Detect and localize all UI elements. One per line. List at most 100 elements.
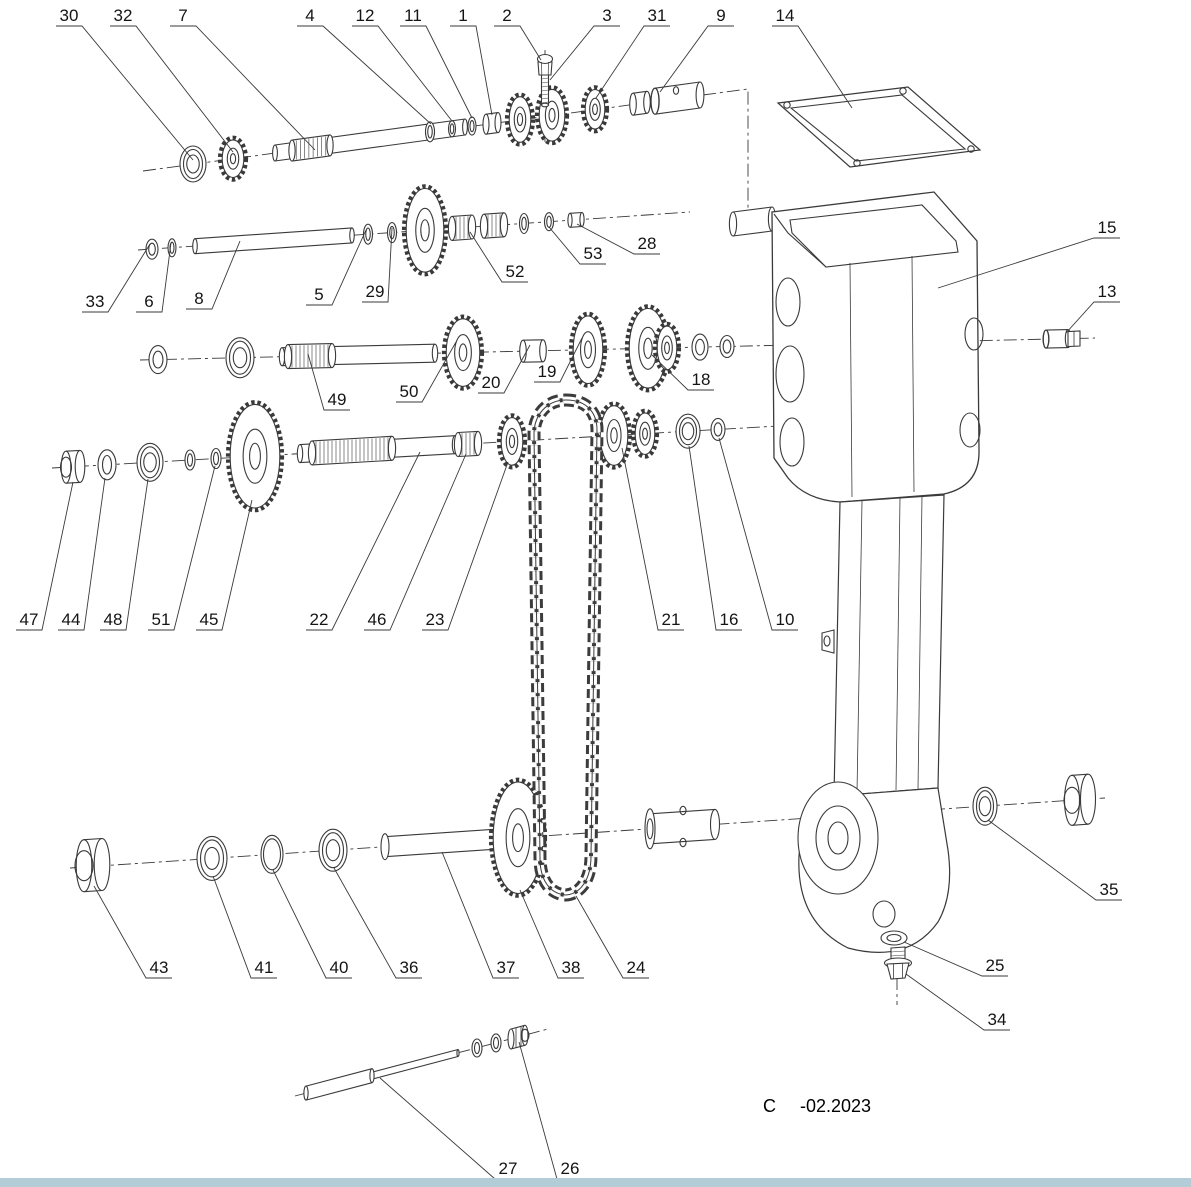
- callout-43: 43: [93, 885, 172, 979]
- callout-5: 5: [306, 229, 367, 306]
- callout-35: 35: [987, 819, 1122, 901]
- callout-48: 48: [100, 478, 149, 631]
- callout-label: 10: [776, 610, 795, 629]
- callout-18: 18: [651, 354, 714, 391]
- leader-line: [494, 25, 542, 61]
- callout-label: 25: [986, 956, 1005, 975]
- drive-chain: [527, 393, 604, 902]
- leader-line: [441, 851, 519, 979]
- callout-label: 53: [584, 244, 603, 263]
- revision-prefix: C: [763, 1096, 776, 1116]
- callout-2: 2: [494, 6, 542, 61]
- callout-label: 52: [506, 262, 525, 281]
- countershaft-assembly: [59, 400, 726, 513]
- callout-40: 40: [272, 869, 352, 979]
- callout-33: 33: [82, 243, 151, 313]
- leader-line: [772, 25, 853, 109]
- leader-line: [136, 242, 172, 313]
- leader-line: [333, 867, 422, 979]
- callout-label: 8: [194, 289, 203, 308]
- leader-line: [718, 437, 798, 631]
- callout-28: 28: [576, 223, 660, 255]
- leader-line: [82, 243, 151, 313]
- callout-label: 7: [178, 6, 187, 25]
- callout-label: 32: [114, 6, 133, 25]
- leader-line: [422, 461, 509, 631]
- callout-label: 38: [562, 958, 581, 977]
- leader-line: [659, 25, 734, 93]
- callout-4: 4: [297, 6, 432, 125]
- right-side-parts: [972, 329, 1097, 826]
- callout-24: 24: [575, 895, 649, 979]
- callout-label: 48: [104, 610, 123, 629]
- callout-label: 13: [1098, 282, 1117, 301]
- callout-37: 37: [441, 851, 519, 979]
- callout-label: 9: [716, 6, 725, 25]
- callout-50: 50: [396, 341, 457, 403]
- parts-layer: [59, 53, 1097, 1101]
- callout-label: 36: [400, 958, 419, 977]
- leader-line: [400, 25, 473, 119]
- leader-line: [196, 499, 253, 631]
- leader-line: [519, 889, 584, 979]
- callout-25: 25: [903, 941, 1008, 977]
- callout-label: 2: [502, 6, 511, 25]
- callout-label: 30: [60, 6, 79, 25]
- main-shaft-assembly: [148, 304, 735, 393]
- callout-label: 21: [662, 610, 681, 629]
- callout-label: 34: [988, 1010, 1007, 1029]
- upper-idler-shaft-assembly: [145, 184, 585, 277]
- callout-label: 5: [314, 285, 323, 304]
- callout-label: 15: [1098, 218, 1117, 237]
- callout-label: 29: [366, 282, 385, 301]
- callout-34: 34: [905, 973, 1010, 1031]
- gearbox-housing: [728, 191, 984, 954]
- callout-1: 1: [450, 6, 493, 116]
- callout-3: 3: [549, 6, 620, 81]
- leader-line: [306, 451, 421, 631]
- callout-10: 10: [718, 437, 798, 631]
- top-cover-plate: [776, 86, 982, 168]
- leader-line: [450, 25, 493, 116]
- callout-14: 14: [772, 6, 853, 109]
- callout-44: 44: [58, 477, 106, 631]
- callout-label: 35: [1100, 880, 1119, 899]
- output-shaft-assembly: [74, 777, 721, 898]
- leader-line: [575, 895, 649, 979]
- callout-26: 26: [518, 1041, 583, 1180]
- callout-label: 22: [310, 610, 329, 629]
- callout-11: 11: [400, 6, 473, 119]
- callout-label: 26: [561, 1159, 580, 1178]
- callout-label: 4: [305, 6, 314, 25]
- leader-line: [100, 478, 149, 631]
- callout-label: 31: [648, 6, 667, 25]
- callout-label: 28: [638, 234, 657, 253]
- callout-21: 21: [621, 447, 684, 631]
- leader-line: [110, 25, 234, 153]
- callout-16: 16: [688, 445, 742, 631]
- leader-line: [621, 447, 684, 631]
- callout-6: 6: [136, 242, 172, 313]
- callout-7: 7: [170, 6, 316, 151]
- leader-line: [186, 240, 241, 310]
- leader-line: [987, 819, 1122, 901]
- leader-line: [903, 941, 1008, 977]
- callout-29: 29: [362, 227, 393, 303]
- input-shaft-assembly: [179, 81, 705, 183]
- leader-line: [595, 25, 670, 99]
- callout-label: 47: [20, 610, 39, 629]
- callout-51: 51: [148, 465, 216, 631]
- leader-line: [362, 227, 393, 303]
- callout-label: 50: [400, 382, 419, 401]
- leader-line: [937, 237, 1120, 289]
- callout-label: 40: [330, 958, 349, 977]
- leader-line: [478, 344, 531, 394]
- callout-label: 43: [150, 958, 169, 977]
- callout-38: 38: [519, 889, 584, 979]
- callout-23: 23: [422, 461, 509, 631]
- callout-52: 52: [469, 231, 528, 283]
- leader-line: [576, 223, 660, 255]
- leader-line: [212, 875, 277, 979]
- callout-label: 37: [497, 958, 516, 977]
- callout-label: 27: [499, 1159, 518, 1178]
